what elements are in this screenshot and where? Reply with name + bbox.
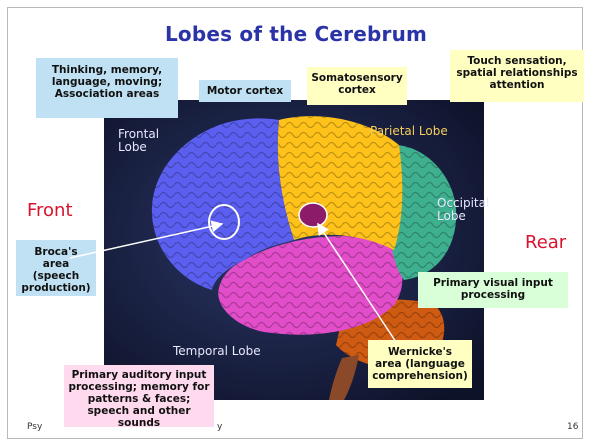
wernicke-callout: Wernicke's area (language comprehension) [368,340,472,388]
callout-line: patterns & faces; [68,393,210,405]
front-label: Front [27,200,73,221]
auditory-input-callout: Primary auditory input processing; memor… [64,365,214,427]
callout-line: processing [422,289,564,301]
wernicke-area-marker [299,203,327,227]
callout-line: Primary auditory input [68,369,210,381]
footer-text-left: Psy [27,422,42,432]
callout-line: speech and other sounds [68,405,210,429]
frontal-lobe-label: Frontal Lobe [118,128,159,154]
callout-line: attention [454,79,580,91]
callout-line: Primary visual input [422,277,564,289]
touch-sensation-callout: Touch sensation, spatial relationships a… [450,50,584,102]
callout-line: Association areas [40,88,174,100]
motor-cortex-callout: Motor cortex [199,80,291,102]
callout-line: (speech [20,270,92,282]
broca-callout: Broca's area (speech production) [16,240,96,296]
parietal-lobe-label: Parietal Lobe [370,125,448,138]
occipital-lobe-label-line: Lobe [437,210,489,223]
page-number: 16 [567,422,578,432]
footer-text-fragment: y [217,422,222,432]
visual-input-callout: Primary visual input processing [418,272,568,308]
temporal-lobe-label: Temporal Lobe [173,345,261,358]
callout-line: language, moving; [40,76,174,88]
callout-line: area (language [372,358,468,370]
frontal-lobe-label-line: Lobe [118,141,159,154]
thinking-callout: Thinking, memory, language, moving; Asso… [36,58,178,118]
callout-line: production) [20,282,92,294]
callout-line: Wernicke's [372,346,468,358]
slide-title: Lobes of the Cerebrum [0,22,592,46]
callout-line: spatial relationships [454,67,580,79]
callout-line: Broca's area [20,246,92,270]
somatosensory-callout: Somatosensory cortex [307,67,407,105]
occipital-lobe-label: Occipital Lobe [437,197,489,223]
callout-line: comprehension) [372,370,468,382]
callout-line: processing; memory for [68,381,210,393]
callout-line: cortex [311,84,403,96]
callout-line: Thinking, memory, [40,64,174,76]
callout-line: Somatosensory [311,72,403,84]
rear-label: Rear [525,232,566,253]
callout-line: Touch sensation, [454,55,580,67]
